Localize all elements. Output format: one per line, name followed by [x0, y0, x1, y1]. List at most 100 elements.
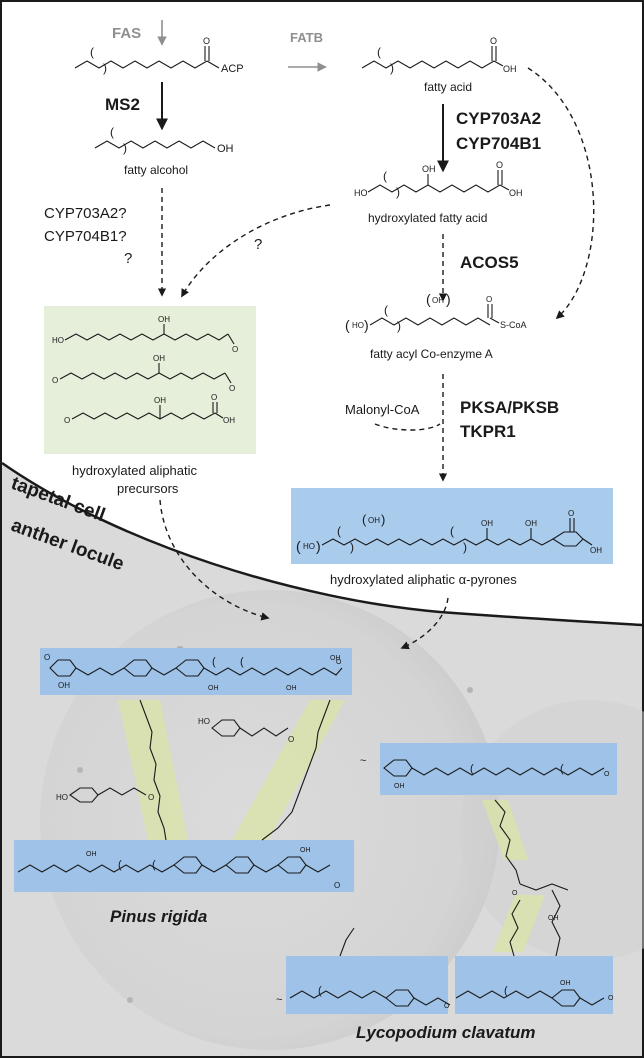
svg-text:OH: OH: [481, 519, 493, 528]
coumaroyl-group-left: HO O: [56, 787, 154, 803]
svg-text:(: (: [118, 859, 122, 871]
svg-text:(: (: [362, 512, 367, 527]
lycopodium-bottom-chain: ~ ( O ( OH O: [276, 927, 614, 1010]
svg-text:(: (: [504, 985, 508, 997]
svg-text:(: (: [450, 524, 454, 538]
question-mark-left: ?: [124, 250, 132, 267]
malonyl-coa-arrow: [374, 423, 441, 431]
svg-text:~: ~: [276, 994, 282, 1006]
svg-text:OH: OH: [86, 851, 97, 858]
fatty-acid-structure: ( ) O OH: [361, 36, 517, 75]
fatty-acyl-coa-structure: ( HO ) ( ) ( OH ) O S-CoA: [345, 291, 527, 333]
svg-text:(: (: [318, 985, 322, 997]
svg-text:OH: OH: [560, 980, 571, 987]
svg-text:O: O: [288, 735, 294, 744]
svg-text:(: (: [90, 45, 94, 59]
pyrone-structure: ( HO ) ( ) ( OH ) ( ) OH OH O OH: [296, 509, 602, 555]
svg-text:O: O: [490, 36, 497, 46]
pyrones-to-wall-arrow: [400, 597, 449, 650]
svg-text:O: O: [203, 36, 210, 46]
pinus-linker-right: [232, 700, 345, 840]
svg-text:O: O: [148, 793, 154, 802]
pinus-bottom-chain: ( ( OH O OH: [17, 847, 340, 890]
enzyme-acos5: ACOS5: [460, 253, 519, 272]
svg-text:OH: OH: [158, 315, 170, 324]
svg-text:): ): [123, 141, 127, 155]
enzyme-fas: FAS: [112, 25, 141, 42]
svg-text:OH: OH: [286, 685, 297, 692]
svg-text:(: (: [152, 859, 156, 871]
pinus-rigida-label: Pinus rigida: [110, 907, 207, 926]
lycopodium-central-linker: O OH: [494, 799, 569, 957]
svg-text:(: (: [240, 656, 244, 668]
hydroxylated-fatty-acid-label: hydroxylated fatty acid: [368, 211, 487, 225]
svg-text:O: O: [568, 509, 574, 518]
lycopodium-bottom-strip-left: [286, 956, 448, 1014]
lycopodium-linker-upper: [482, 800, 528, 860]
enzyme-fatb: FATB: [290, 30, 323, 45]
pinus-bottom-strip: [14, 840, 354, 892]
svg-text:OH: OH: [208, 685, 219, 692]
svg-text:O: O: [444, 1003, 450, 1010]
svg-text:HO: HO: [352, 321, 364, 330]
svg-text:O: O: [608, 995, 614, 1002]
svg-text:): ): [103, 61, 107, 75]
svg-text:O: O: [486, 295, 492, 304]
acp-label: ACP: [221, 63, 244, 75]
svg-text:O: O: [52, 376, 58, 385]
question-mark-middle: ?: [254, 236, 262, 253]
svg-text:HO: HO: [52, 336, 64, 345]
lycopodium-top-chain: ~ OH ( ( O: [360, 755, 610, 790]
svg-text:(: (: [345, 317, 350, 333]
svg-text:OH: OH: [223, 416, 235, 425]
pyrones-box: [291, 488, 613, 564]
precursors-label-line1: hydroxylated aliphatic: [72, 463, 198, 478]
svg-text:O: O: [336, 659, 342, 666]
acyl-acp-structure: ( ) O ACP: [74, 36, 244, 75]
svg-text:OH: OH: [509, 188, 523, 198]
precursor-structure-3: O OH O OH: [64, 393, 235, 425]
svg-text:O: O: [512, 890, 518, 897]
svg-text:~: ~: [360, 755, 366, 767]
svg-text:OH: OH: [330, 655, 341, 662]
svg-text:): ): [364, 317, 369, 333]
svg-text:(: (: [337, 524, 341, 538]
svg-text:OH: OH: [432, 296, 444, 305]
svg-text:OH: OH: [525, 519, 537, 528]
enzyme-cyp704b1-uncertain: CYP704B1?: [44, 228, 127, 245]
precursors-to-wall-arrow: [159, 499, 270, 621]
fatty-alcohol-structure: ( ) OH: [94, 125, 234, 155]
svg-text:OH: OH: [590, 546, 602, 555]
svg-text:O: O: [232, 345, 238, 354]
tapetal-membrane-curve: [1, 461, 643, 627]
fatty-acid-to-acyl-coa-arrow: [527, 67, 595, 320]
svg-text:(: (: [212, 656, 216, 668]
fatty-acid-label: fatty acid: [424, 80, 472, 94]
fatty-alcohol-oh: OH: [217, 143, 234, 155]
svg-text:OH: OH: [548, 915, 559, 922]
enzyme-cyp704b1: CYP704B1: [456, 134, 541, 153]
enzyme-cyp703a2: CYP703A2: [456, 109, 541, 128]
svg-text:OH: OH: [300, 847, 311, 854]
svg-text:(: (: [296, 538, 301, 554]
svg-text:): ): [397, 319, 401, 333]
fatty-alcohol-label: fatty alcohol: [124, 163, 188, 177]
pinus-top-chain: O OH ( ( OH OH O: [44, 653, 343, 692]
svg-text:O: O: [64, 416, 70, 425]
svg-text:HO: HO: [303, 542, 315, 551]
svg-text:OH: OH: [153, 354, 165, 363]
svg-text:(: (: [560, 763, 564, 775]
pyrones-label: hydroxylated aliphatic α-pyrones: [330, 572, 517, 587]
svg-text:O: O: [44, 653, 50, 662]
svg-text:O: O: [229, 384, 235, 393]
svg-text:): ): [463, 540, 467, 554]
enzyme-cyp703a2-uncertain: CYP703A2?: [44, 205, 127, 222]
pinus-aliphatic-arms: OH: [139, 655, 341, 841]
svg-text:): ): [350, 540, 354, 554]
precursor-structure-1: HO OH O: [52, 315, 238, 354]
scoa-label: S-CoA: [500, 320, 527, 330]
lycopodium-clavatum-label: Lycopodium clavatum: [356, 1023, 535, 1042]
svg-text:O: O: [496, 160, 503, 170]
svg-text:): ): [396, 185, 400, 199]
svg-text:O: O: [334, 881, 340, 890]
